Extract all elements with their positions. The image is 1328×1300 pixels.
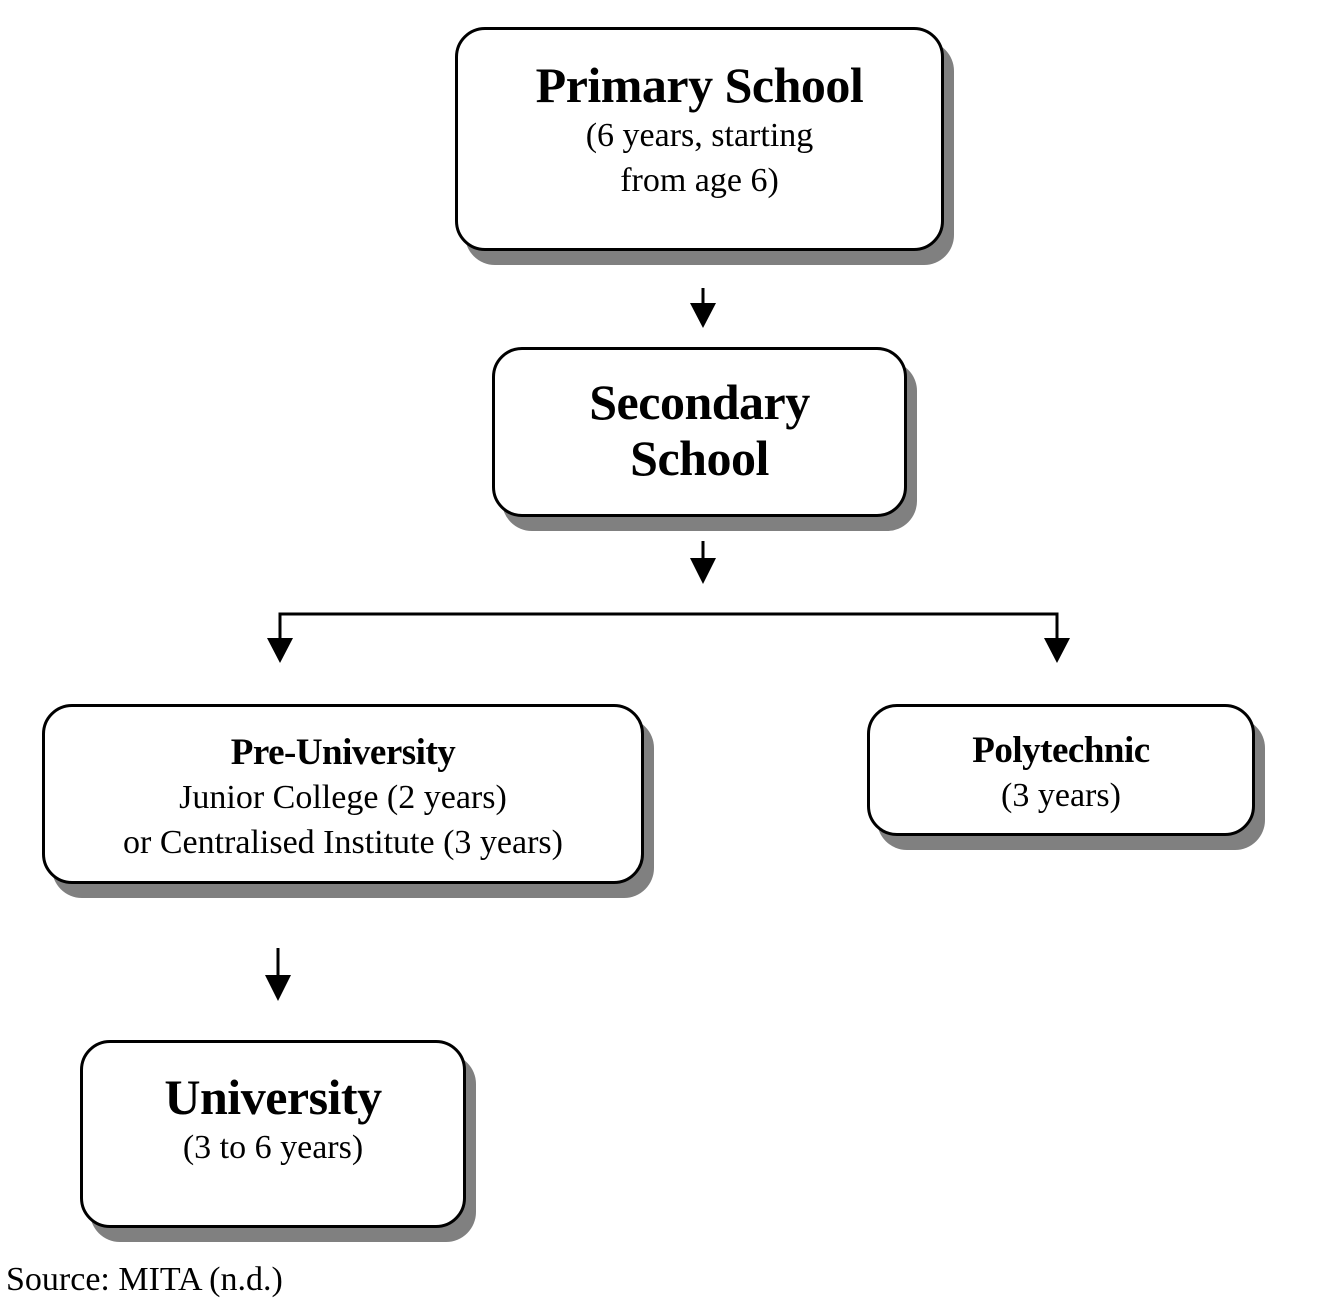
pre-university-node: Pre-University Junior College (2 years) …	[42, 704, 644, 884]
source-note: Source: MITA (n.d.)	[6, 1261, 283, 1298]
polytechnic-title: Polytechnic	[972, 730, 1150, 771]
pre-university-detail-2: or Centralised Institute (3 years)	[123, 824, 563, 861]
pre-university-detail-1: Junior College (2 years)	[179, 779, 507, 816]
arrow-secondary-down	[690, 541, 716, 584]
university-detail: (3 to 6 years)	[182, 1129, 364, 1166]
pre-university-title: Pre-University	[230, 732, 456, 773]
arrow-preuni-to-university	[265, 948, 291, 1001]
polytechnic-node: Polytechnic (3 years)	[867, 704, 1255, 836]
branch-connector	[267, 612, 1070, 663]
polytechnic-detail: (3 years)	[1001, 777, 1121, 814]
university-title: University	[164, 1069, 382, 1125]
primary-school-detail-2: from age 6)	[620, 162, 779, 199]
primary-school-title: Primary School	[535, 57, 864, 113]
primary-school-detail-1: (6 years, starting	[585, 117, 814, 154]
primary-school-node: Primary School (6 years, starting from a…	[455, 27, 944, 251]
university-node: University (3 to 6 years)	[80, 1040, 466, 1228]
secondary-school-title-1: Secondary	[589, 374, 810, 430]
secondary-school-title-2: School	[630, 430, 769, 486]
arrow-primary-to-secondary	[690, 288, 716, 328]
secondary-school-node: Secondary School	[492, 347, 907, 517]
